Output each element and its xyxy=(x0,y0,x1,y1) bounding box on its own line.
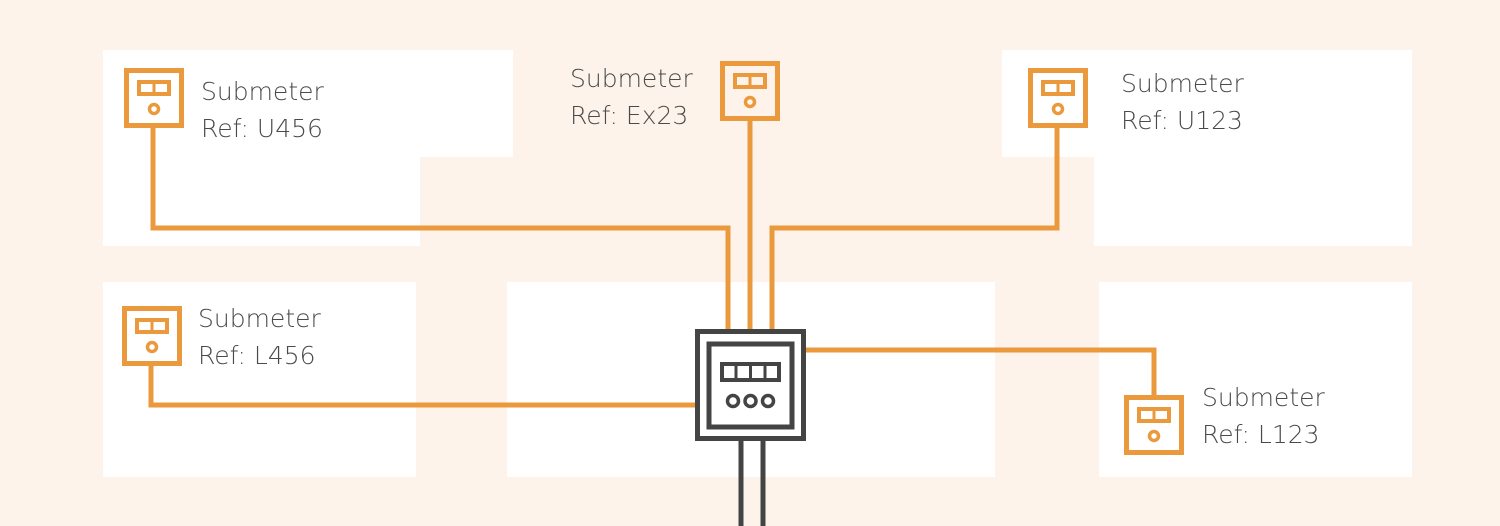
submeter-ref: Ref: U123 xyxy=(1121,106,1243,135)
supply-cables xyxy=(738,440,766,526)
wire-l456 xyxy=(148,365,697,408)
submeter-ref: Ref: Ex23 xyxy=(570,101,689,130)
submeter-ref: Ref: L456 xyxy=(198,341,316,370)
electricity-meter-icon xyxy=(695,329,806,441)
submeter-ref: Ref: L123 xyxy=(1202,420,1320,449)
wire-u456 xyxy=(150,127,731,331)
submeter-title: Submeter xyxy=(1121,69,1244,98)
submeter-title: Submeter xyxy=(1202,383,1325,412)
submeter-label-ex23: Submeter Ref: Ex23 xyxy=(570,60,693,134)
room-areas xyxy=(103,50,1412,477)
submeter-title: Submeter xyxy=(570,64,693,93)
wire-l123 xyxy=(805,347,1157,395)
submeter-label-l123: Submeter Ref: L123 xyxy=(1202,379,1325,453)
room-upper-right xyxy=(1002,50,1412,246)
room-upper-left xyxy=(103,50,513,246)
submeter-ref: Ref: U456 xyxy=(201,114,323,143)
submeter-title: Submeter xyxy=(201,77,324,106)
room-lower-left xyxy=(103,282,416,477)
room-lower-right xyxy=(1099,282,1412,477)
submeter-label-u456: Submeter Ref: U456 xyxy=(201,73,324,147)
submeter-title: Submeter xyxy=(198,304,321,333)
submeter-icon xyxy=(723,64,778,119)
wire-u123 xyxy=(769,127,1060,331)
submeter-label-u123: Submeter Ref: U123 xyxy=(1121,65,1244,139)
submeter-label-l456: Submeter Ref: L456 xyxy=(198,300,321,374)
submeter-wires xyxy=(148,120,1157,408)
